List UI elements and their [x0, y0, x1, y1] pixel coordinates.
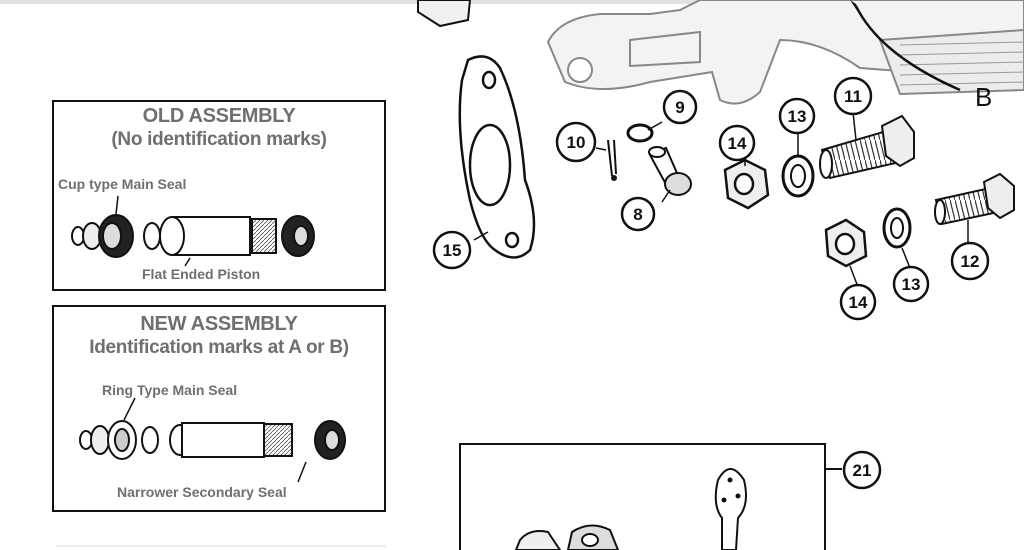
old-ring-icon [143, 222, 161, 250]
callout-8: 8 [620, 196, 656, 232]
nut-upper-icon [723, 158, 770, 210]
master-cylinder-body [546, 0, 1024, 105]
new-piston-icon [181, 422, 265, 458]
svg-text:14: 14 [849, 293, 868, 312]
old-assembly-title: OLD ASSEMBLY [142, 105, 296, 127]
svg-text:21: 21 [853, 461, 872, 480]
svg-text:13: 13 [788, 107, 807, 126]
svg-text:14: 14 [728, 134, 747, 153]
new-secondary-seal-icon [263, 423, 293, 457]
svg-text:12: 12 [961, 252, 980, 271]
new-assembly-title: NEW ASSEMBLY [140, 313, 298, 335]
clevis-pin-icon [648, 146, 692, 196]
bush-left-icon [514, 530, 562, 550]
callout-12: 12 [950, 241, 990, 281]
new-assembly-parts [79, 397, 346, 483]
callout-15: 15 [432, 230, 472, 270]
nut-lower-icon [824, 218, 868, 268]
pedal-arm-icon [714, 468, 747, 550]
svg-text:13: 13 [902, 275, 921, 294]
callout-13-upper: 13 [778, 97, 816, 135]
callout-10: 10 [555, 121, 597, 163]
gasket-icon [458, 55, 536, 259]
split-pin-icon [607, 139, 617, 181]
old-piston-label: Flat Ended Piston [142, 266, 261, 282]
old-cup-seal-label: Cup type Main Seal [58, 176, 187, 192]
new-washer-icon [90, 425, 110, 455]
svg-text:8: 8 [633, 205, 642, 224]
callout-21 [842, 450, 882, 490]
old-assembly-subtitle: (No identification marks) [111, 129, 327, 150]
svg-text:9: 9 [675, 98, 684, 117]
long-bolt-icon [819, 114, 915, 180]
callout-11: 11 [833, 76, 873, 116]
old-assembly-panel: OLD ASSEMBLY (No identification marks) C… [52, 100, 386, 291]
callout-14-lower: 14 [839, 283, 877, 321]
new-assembly-panel: NEW ASSEMBLY Identification marks at A o… [52, 305, 386, 512]
short-bolt-icon [934, 172, 1015, 226]
marker-b-label: B [975, 82, 992, 112]
top-edge-strip [0, 0, 1024, 4]
callout-9: 9 [662, 89, 698, 125]
old-assembly-parts [71, 195, 315, 267]
marker-b-arrow [854, 5, 961, 92]
svg-text:11: 11 [844, 87, 862, 106]
callout-13-lower: 13 [892, 265, 930, 303]
top-bracket-fragment-icon [417, 0, 472, 28]
part-21-panel: 21 [459, 443, 882, 550]
new-secondary-seal-label: Narrower Secondary Seal [117, 484, 287, 500]
callout-14-upper: 14 [718, 124, 756, 162]
old-secondary-seal-icon [251, 218, 277, 254]
small-washer-icon [626, 123, 654, 143]
new-ring-seal-label: Ring Type Main Seal [102, 382, 238, 398]
new-assembly-subtitle: Identification marks at A or B) [89, 337, 349, 358]
leader-lines [473, 111, 969, 288]
svg-text:10: 10 [567, 133, 586, 152]
new-ring-icon [141, 426, 159, 454]
svg-text:15: 15 [443, 241, 462, 260]
